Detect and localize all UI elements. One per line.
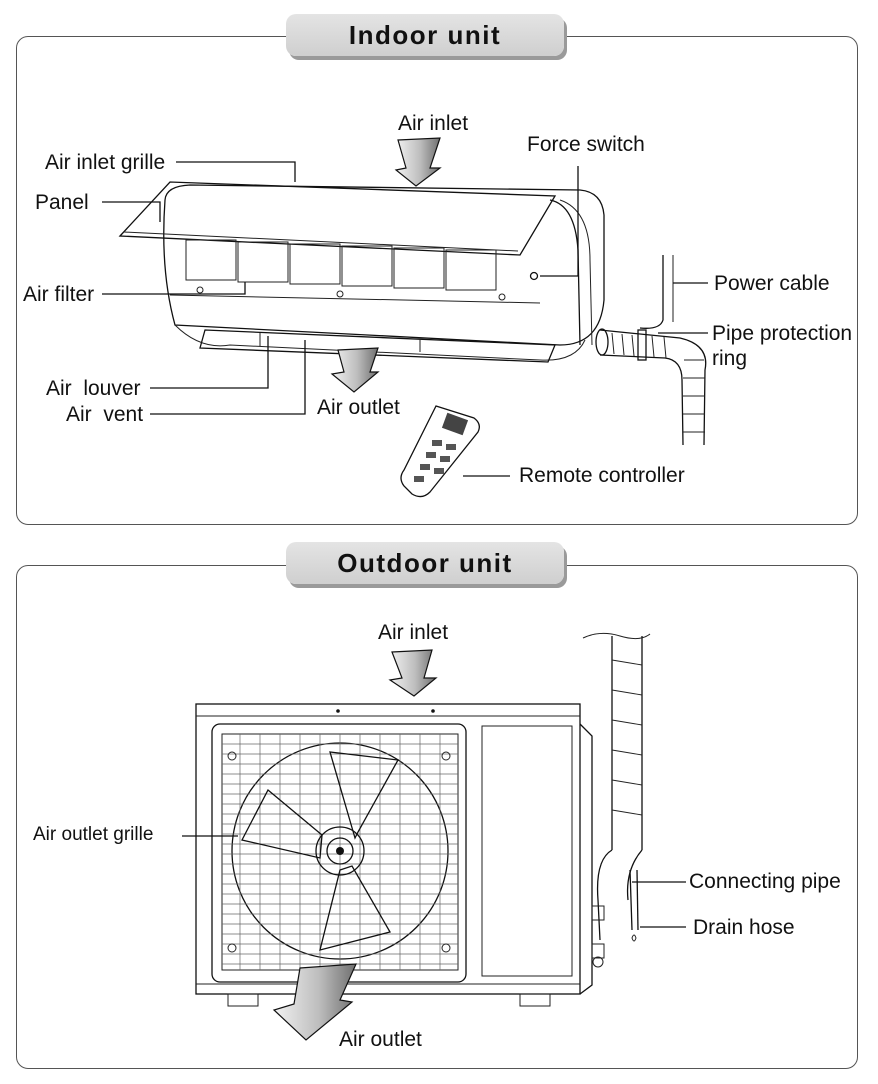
label-drain-hose: Drain hose	[693, 916, 795, 939]
label-air-inlet-grille: Air inlet grille	[45, 151, 166, 174]
air-louver-shape	[199, 329, 556, 363]
force-switch-button	[529, 271, 539, 281]
outdoor-unit-panel	[16, 565, 858, 1069]
label-outdoor-air-outlet: Air outlet	[339, 1028, 422, 1051]
indoor-unit-drawing	[118, 181, 707, 446]
label-indoor-air-outlet: Air outlet	[317, 396, 400, 419]
label-air-outlet-grille: Air outlet grille	[33, 824, 154, 845]
air-filter-frames	[185, 239, 497, 291]
power-cable-line	[639, 255, 664, 329]
label-outdoor-air-inlet: Air inlet	[378, 621, 449, 644]
remote-controller-drawing	[400, 405, 480, 498]
label-air-inlet: Air inlet	[398, 112, 469, 135]
pipe-protection-ring	[595, 328, 705, 433]
label-air-filter: Air filter	[23, 283, 95, 306]
label-power-cable: Power cable	[714, 272, 830, 295]
label-air-louver: Air louver	[46, 377, 141, 400]
outdoor-unit-title: Outdoor unit	[286, 542, 564, 584]
label-connecting-pipe: Connecting pipe	[689, 870, 841, 893]
label-panel: Panel	[35, 191, 89, 214]
label-pipe-protection-ring-line2: ring	[712, 347, 748, 370]
label-air-vent: Air vent	[66, 403, 144, 426]
indoor-air-inlet-arrow	[394, 137, 442, 187]
air-outlet-grille-shape	[211, 723, 467, 983]
indoor-air-outlet-arrow	[330, 347, 380, 393]
drain-hose-line	[629, 869, 633, 931]
indoor-unit-title: Indoor unit	[286, 14, 564, 56]
label-pipe-protection-ring-line1: Pipe protection	[712, 322, 853, 345]
label-remote-controller: Remote controller	[519, 464, 685, 487]
outdoor-air-outlet-arrow	[272, 963, 357, 1041]
outdoor-air-inlet-arrow	[388, 649, 438, 697]
label-force-switch: Force switch	[527, 133, 645, 156]
outdoor-unit-drawing	[195, 632, 651, 1007]
